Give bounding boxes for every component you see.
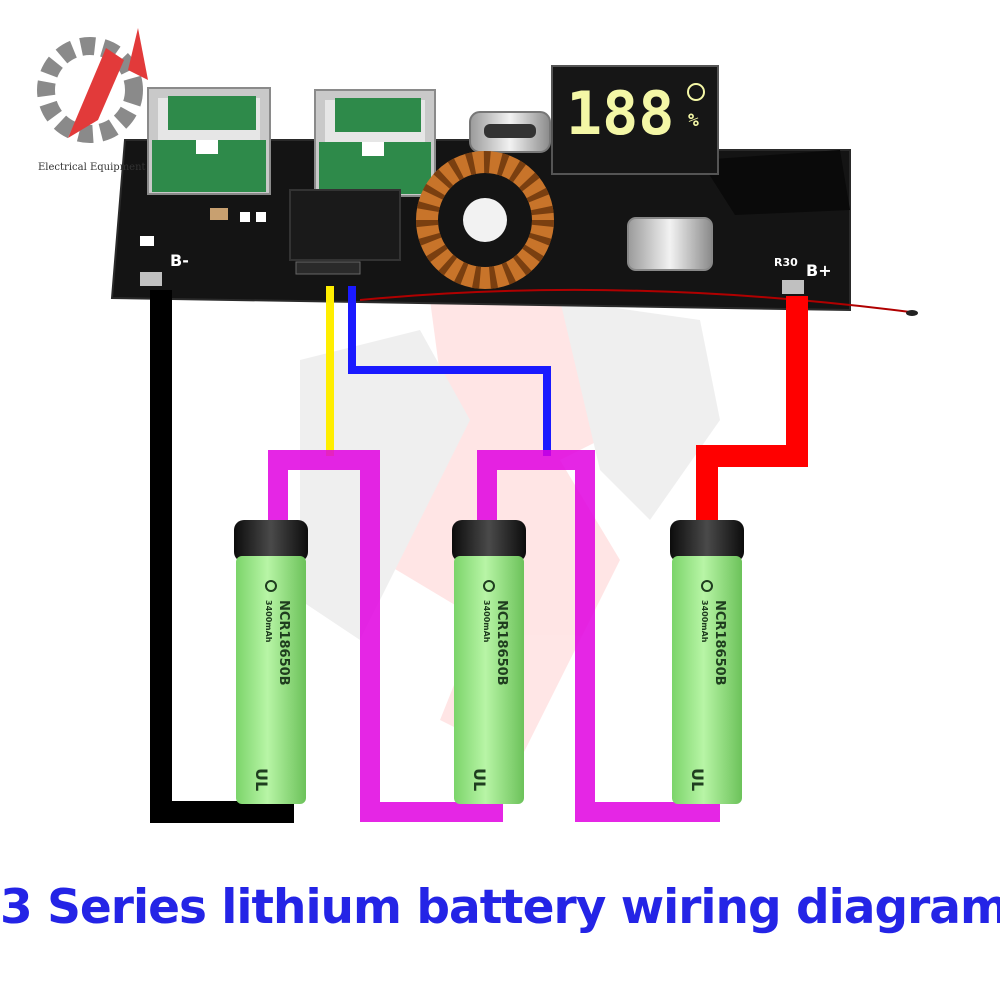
cell-model: NCR18650B [712, 600, 727, 686]
cell-marking: UL [470, 768, 489, 791]
plus-icon [701, 580, 713, 592]
header-pins [295, 261, 361, 275]
thermistor-wire [359, 288, 911, 313]
battery-cell-3: NCR18650B 3400mAh UL [670, 520, 744, 804]
smd-resistor [210, 208, 228, 220]
b-minus-label: B- [170, 251, 189, 270]
cell-capacity: 3400mAh [700, 600, 709, 643]
cell-capacity: 3400mAh [482, 600, 491, 643]
magenta-wire-link-1 [268, 450, 503, 822]
led-display: 188 % [551, 65, 719, 175]
plus-icon [265, 580, 277, 592]
b-minus-pad [140, 272, 162, 286]
usb-a-port-2 [314, 89, 436, 197]
pcb-board: 188 % B- B+ R30 [110, 65, 918, 316]
r30-label: R30 [774, 256, 798, 269]
toroid-coil [416, 151, 554, 289]
usb-a-port-1 [147, 87, 271, 195]
battery-cell-1: NCR18650B 3400mAh UL [234, 520, 308, 804]
display-unit: % [688, 110, 699, 131]
blue-wire-sense-2 [348, 286, 551, 456]
cell-marking: UL [688, 768, 707, 791]
cell-capacity: 3400mAh [264, 600, 273, 643]
lightning-icon [68, 48, 124, 138]
diagram-caption: 3 Series lithium battery wiring diagram [0, 880, 1000, 935]
cell-marking: UL [252, 768, 271, 791]
inductor [289, 189, 401, 261]
cell-model: NCR18650B [276, 600, 291, 686]
magenta-wire-link-2 [477, 450, 720, 822]
cell-model: NCR18650B [494, 600, 509, 686]
thermistor-probe [906, 310, 918, 316]
red-wire-positive [696, 296, 808, 526]
lightning-icon [687, 83, 705, 101]
b-plus-pad [782, 280, 804, 294]
display-digits: 188 [566, 79, 674, 149]
plus-icon [483, 580, 495, 592]
electrolytic-capacitor [627, 217, 713, 271]
brand-logo [37, 28, 148, 143]
battery-cell-2: NCR18650B 3400mAh UL [452, 520, 526, 804]
b-plus-label: B+ [806, 261, 832, 280]
smd-pad [256, 212, 266, 222]
smd-pad [140, 236, 154, 246]
smd-pad [240, 212, 250, 222]
usb-c-port [469, 111, 551, 153]
brand-name: Electrical Equipment [38, 162, 146, 173]
